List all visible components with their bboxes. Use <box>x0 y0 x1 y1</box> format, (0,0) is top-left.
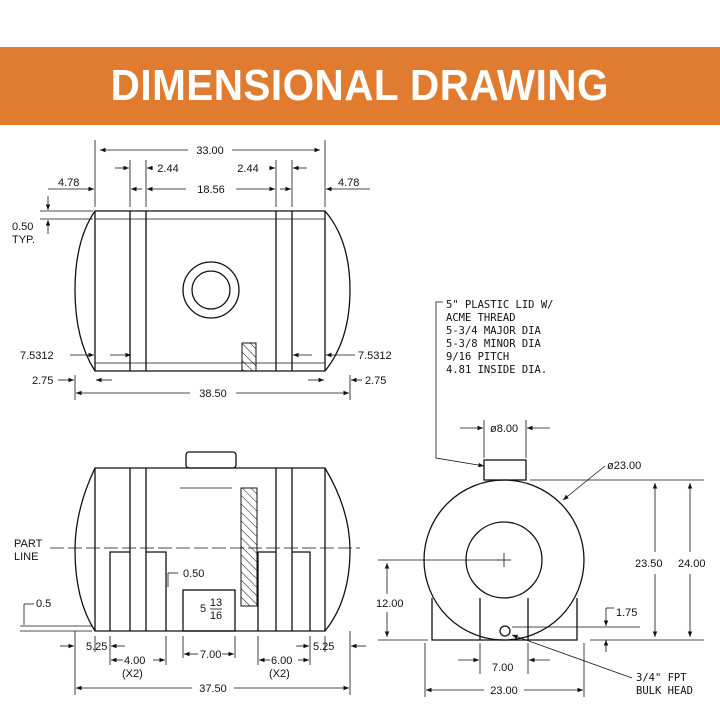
dim-base-width: 23.00 <box>490 685 518 697</box>
dim-outlet-den: 16 <box>210 610 222 622</box>
dim-saddle-left: 4.00 <box>124 655 145 667</box>
dim-band-right: 7.5312 <box>358 350 392 362</box>
lid-note-4: 5-3/8 MINOR DIA <box>446 338 542 350</box>
lid-note-5: 9/16 PITCH <box>446 351 509 363</box>
dim-center: 18.56 <box>197 184 225 196</box>
dim-saddle-right-qty: (X2) <box>269 668 290 680</box>
dim-center-height: 12.00 <box>376 598 404 610</box>
dim-center-gap: 7.00 <box>200 649 221 661</box>
top-view-fitting <box>241 342 257 372</box>
side-view-fitting <box>240 487 258 607</box>
dim-end-left: 4.78 <box>58 177 79 189</box>
lid-note-6: 4.81 INSIDE DIA. <box>446 364 547 376</box>
dim-outlet-num: 13 <box>210 597 222 609</box>
dim-base-gap: 7.00 <box>492 662 513 674</box>
side-view-outlet <box>182 589 236 632</box>
lid-note-3: 5-3/4 MAJOR DIA <box>446 325 542 337</box>
dim-left-end: 5.25 <box>86 641 107 653</box>
header-banner: DIMENSIONAL DRAWING <box>0 47 720 125</box>
top-view: 33.00 2.44 2.44 18.56 4.78 4.78 0.50 TYP… <box>12 140 392 400</box>
dim-height-inner: 23.50 <box>635 558 663 570</box>
dim-lid-dia: ø8.00 <box>490 423 518 435</box>
part-line-label-1: PART <box>14 538 43 550</box>
side-view-lid <box>185 451 237 469</box>
end-view-lid <box>483 459 527 481</box>
dim-saddle-left-qty: (X2) <box>122 668 143 680</box>
dim-wall-typ: TYP. <box>12 234 35 246</box>
dim-overall-top: 33.00 <box>196 145 224 157</box>
dim-outlet-whole: 5 <box>200 603 206 615</box>
lid-note-1: 5" PLASTIC LID W/ <box>446 299 553 311</box>
fitting-note-1: 3/4" FPT <box>636 672 687 684</box>
end-view-fitting <box>499 625 511 637</box>
part-line-label-2: LINE <box>14 551 38 563</box>
dim-band-left: 7.5312 <box>20 350 54 362</box>
top-view-lid <box>182 261 240 319</box>
dim-inner-left: 2.44 <box>157 163 178 175</box>
end-view: 5" PLASTIC LID W/ ACME THREAD 5-3/4 MAJO… <box>376 299 706 697</box>
dim-right-end: 5.25 <box>313 641 334 653</box>
dim-height-outer: 24.00 <box>678 558 706 570</box>
dim-tank-dia: ø23.00 <box>607 460 641 472</box>
dim-end-right: 4.78 <box>338 177 359 189</box>
top-view-tank-outline <box>74 210 351 372</box>
dim-leg-gap: 0.50 <box>183 568 204 580</box>
dim-overall-side: 37.50 <box>199 683 227 695</box>
dim-wall-value: 0.50 <box>12 221 33 233</box>
dim-base: 0.5 <box>36 598 51 610</box>
dim-inner-right: 2.44 <box>237 163 258 175</box>
dim-foot-right: 2.75 <box>365 375 386 387</box>
side-view: PART LINE 5 13 16 0.50 0.5 <box>14 451 366 695</box>
dim-saddle-right: 6.00 <box>271 655 292 667</box>
dim-fitting-height: 1.75 <box>616 607 637 619</box>
fitting-note-2: BULK HEAD <box>636 685 693 697</box>
page-title: DIMENSIONAL DRAWING <box>110 61 610 110</box>
dim-foot-left: 2.75 <box>32 375 53 387</box>
lid-note-2: ACME THREAD <box>446 312 516 324</box>
dim-overall-bottom: 38.50 <box>199 388 227 400</box>
